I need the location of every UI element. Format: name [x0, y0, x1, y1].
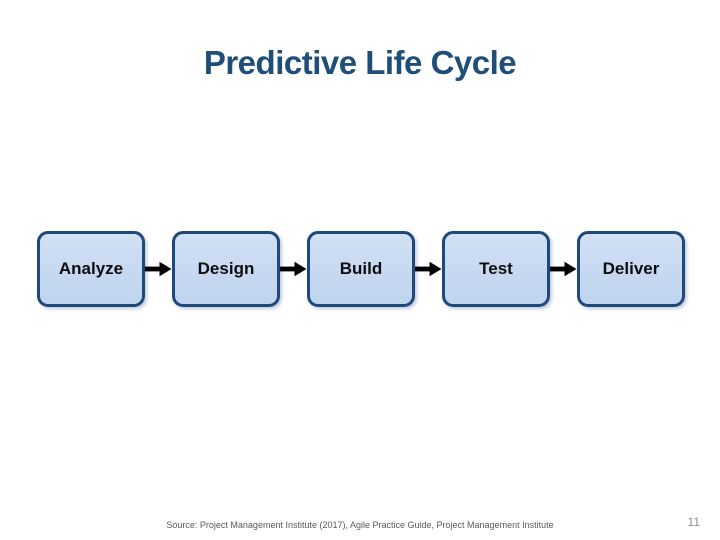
- stage-label-deliver: Deliver: [602, 259, 660, 278]
- stage-box-design: Design: [172, 231, 280, 307]
- slide-title: Predictive Life Cycle: [203, 44, 517, 81]
- stage-label-test: Test: [479, 259, 513, 278]
- stage-label-design: Design: [197, 259, 255, 278]
- stage-box-deliver: Deliver: [577, 231, 685, 307]
- source-citation: Source: Project Management Institute (20…: [166, 520, 554, 530]
- lifecycle-flow-diagram: Analyze Design Build: [37, 231, 685, 307]
- page-number: 11: [687, 515, 700, 529]
- right-arrow-icon: [415, 259, 442, 279]
- right-arrow-icon: [550, 259, 577, 279]
- right-arrow-icon: [280, 259, 307, 279]
- stage-label-analyze: Analyze: [58, 259, 124, 278]
- stage-box-test: Test: [442, 231, 550, 307]
- stage-box-analyze: Analyze: [37, 231, 145, 307]
- stage-label-build: Build: [339, 259, 383, 278]
- stage-box-build: Build: [307, 231, 415, 307]
- right-arrow-icon: [145, 259, 172, 279]
